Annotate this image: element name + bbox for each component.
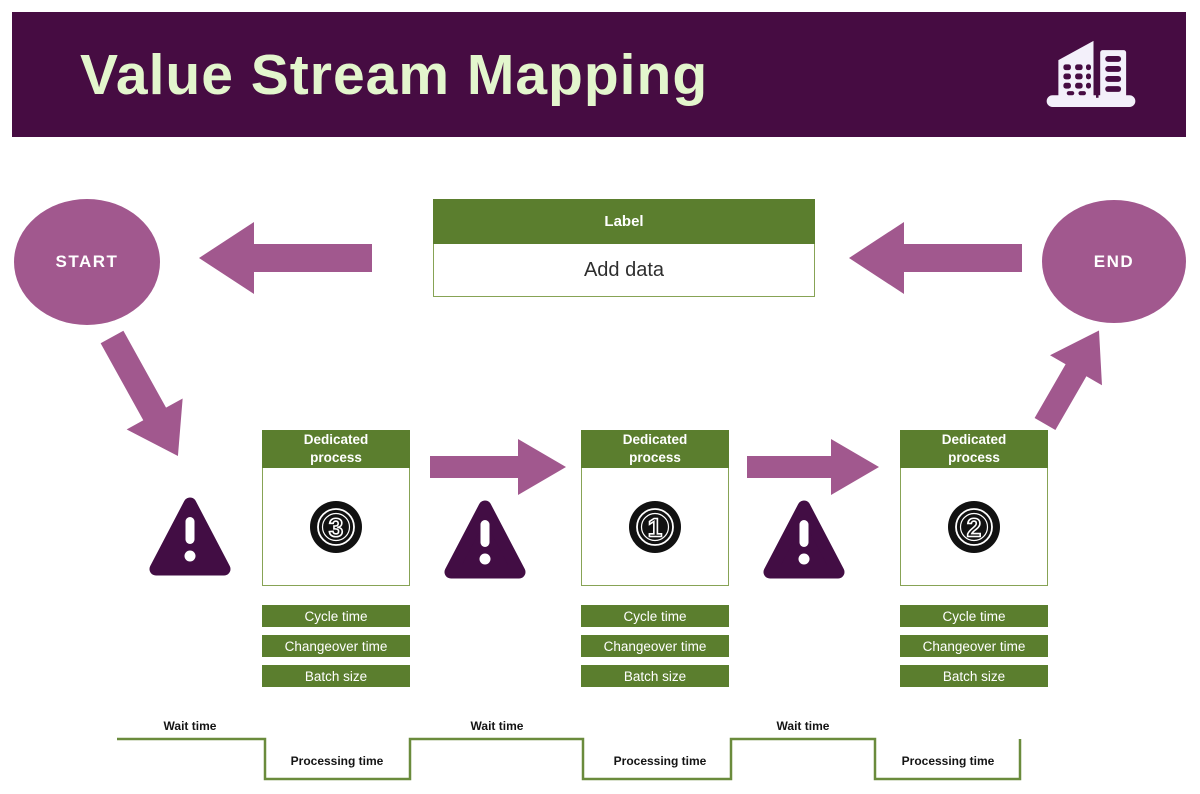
- circled-number-3-icon: 3: [310, 500, 362, 553]
- warning-icon-2: [444, 500, 526, 579]
- warning-icon-1: [149, 497, 231, 576]
- process-box-1-header: Dedicated process: [262, 430, 410, 468]
- process-box-3[interactable]: Dedicated process 2: [900, 430, 1048, 586]
- wait-time-label: Wait time: [470, 719, 524, 733]
- timeline-line: [117, 737, 1022, 781]
- process-3-metrics: Cycle time Changeover time Batch size: [900, 605, 1048, 695]
- batch-size-button[interactable]: Batch size: [262, 665, 410, 687]
- header-banner: Value Stream Mapping: [12, 12, 1186, 137]
- cycle-time-button[interactable]: Cycle time: [262, 605, 410, 627]
- arrow-left-to-databox: [849, 222, 1022, 294]
- end-node-label: END: [1093, 251, 1135, 271]
- svg-text:2: 2: [967, 512, 981, 542]
- process-box-1-body: 3: [262, 468, 410, 586]
- processing-time-label: Processing time: [290, 754, 384, 768]
- arrow-diagonal-to-end: [1034, 330, 1102, 430]
- svg-text:3: 3: [329, 512, 343, 542]
- processing-time-label: Processing time: [613, 754, 707, 768]
- data-box-value-field[interactable]: Add data: [433, 244, 815, 297]
- process-2-metrics: Cycle time Changeover time Batch size: [581, 605, 729, 695]
- arrow-left-to-start: [199, 222, 372, 294]
- data-box[interactable]: Label Add data: [433, 199, 815, 298]
- changeover-time-button[interactable]: Changeover time: [262, 635, 410, 657]
- circled-number-2-icon: 2: [948, 500, 1000, 553]
- cycle-time-button[interactable]: Cycle time: [900, 605, 1048, 627]
- circled-number-1-icon: 1: [629, 500, 681, 553]
- arrow-process1-to-process2: [430, 439, 566, 495]
- arrow-diagonal-from-start: [100, 330, 183, 456]
- start-node-label: START: [55, 252, 119, 271]
- changeover-time-button[interactable]: Changeover time: [581, 635, 729, 657]
- batch-size-button[interactable]: Batch size: [900, 665, 1048, 687]
- process-box-3-body: 2: [900, 468, 1048, 586]
- batch-size-button[interactable]: Batch size: [581, 665, 729, 687]
- process-box-1[interactable]: Dedicated process 3: [262, 430, 410, 586]
- process-box-3-header: Dedicated process: [900, 430, 1048, 468]
- arrow-process2-to-process3: [747, 439, 879, 495]
- wait-time-label: Wait time: [163, 719, 217, 733]
- process-box-2-header: Dedicated process: [581, 430, 729, 468]
- svg-text:1: 1: [648, 512, 662, 542]
- warning-icon-3: [763, 500, 845, 579]
- page-title: Value Stream Mapping: [80, 42, 709, 107]
- buildings-icon: [1046, 40, 1136, 107]
- end-node[interactable]: END: [1042, 200, 1186, 323]
- process-box-2[interactable]: Dedicated process 1: [581, 430, 729, 586]
- data-box-header: Label: [433, 199, 815, 244]
- changeover-time-button[interactable]: Changeover time: [900, 635, 1048, 657]
- wait-time-label: Wait time: [776, 719, 830, 733]
- start-node[interactable]: START: [14, 199, 160, 325]
- processing-time-label: Processing time: [901, 754, 995, 768]
- cycle-time-button[interactable]: Cycle time: [581, 605, 729, 627]
- process-box-2-body: 1: [581, 468, 729, 586]
- process-1-metrics: Cycle time Changeover time Batch size: [262, 605, 410, 695]
